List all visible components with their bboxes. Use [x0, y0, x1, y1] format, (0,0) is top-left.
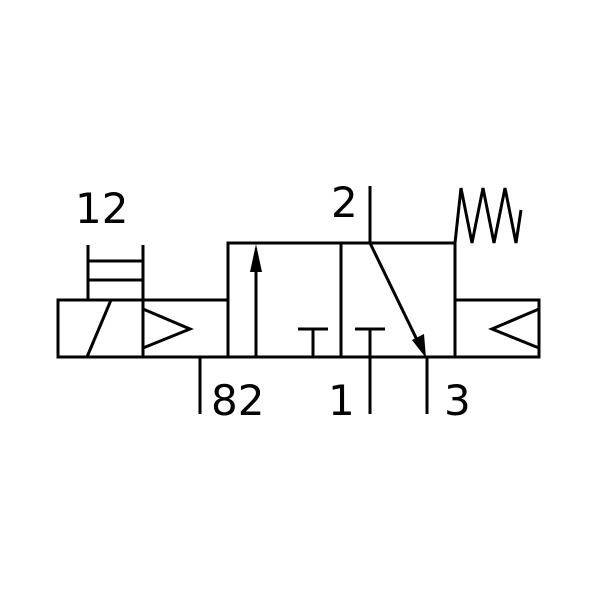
spring-icon [453, 187, 523, 244]
pilot-triangle-icon [142, 307, 194, 350]
solenoid-actuator [56, 298, 230, 359]
flow-path-line [368, 242, 421, 345]
solenoid-coil-icon [85, 299, 113, 358]
port-label-1: 1 [328, 376, 355, 425]
port-label-3: 3 [444, 376, 471, 425]
flow-arrow-down-icon [412, 334, 426, 358]
pilot-triangle-icon [488, 307, 540, 350]
spring-actuator-box [453, 298, 541, 359]
position-left [250, 244, 328, 357]
port-label-2: 2 [331, 178, 358, 227]
spring-actuator-body [453, 298, 541, 359]
manual-override-icon [86, 245, 145, 300]
port-label-82: 82 [211, 376, 264, 425]
port-label-12: 12 [75, 184, 128, 233]
position-right [355, 242, 426, 358]
flow-arrow-up-icon [250, 244, 262, 272]
